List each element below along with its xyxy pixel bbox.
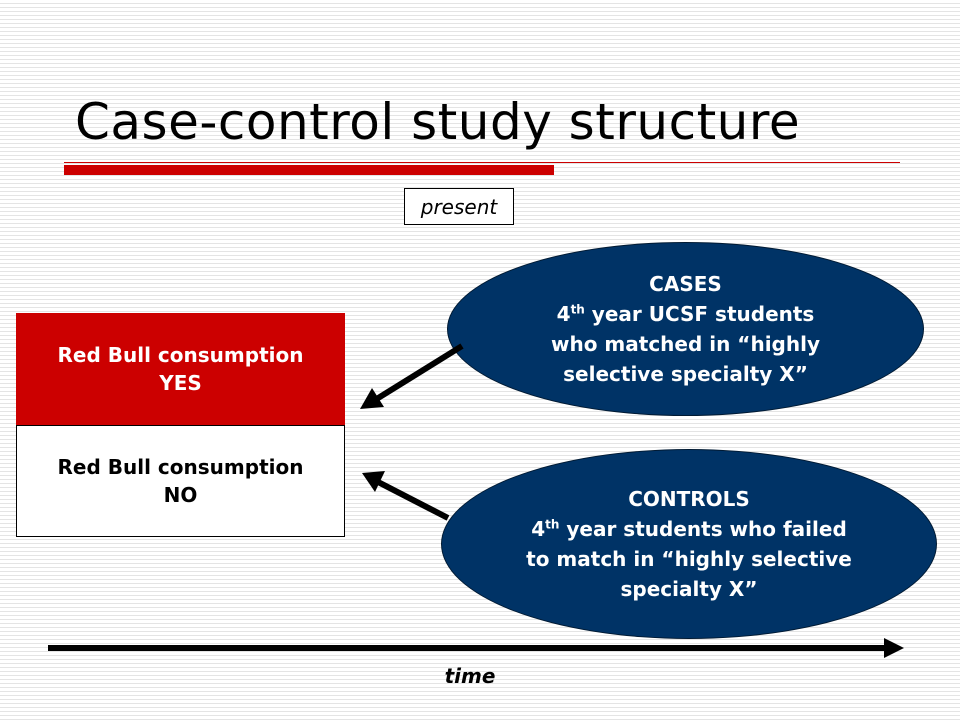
controls-line1-number: 4 — [531, 517, 546, 541]
time-label: time — [444, 664, 496, 688]
arrow-controls-head — [362, 471, 385, 492]
cases-line1-number: 4 — [556, 302, 571, 326]
present-label-box: present — [404, 188, 514, 225]
controls-line1-rest: year students who failed — [559, 517, 847, 541]
cases-line1-rest: year UCSF students — [584, 302, 815, 326]
arrow-controls-to-exposure — [376, 479, 450, 521]
present-label: present — [420, 194, 498, 219]
controls-line1-superscript: th — [545, 517, 560, 532]
arrow-cases-head — [360, 388, 384, 409]
cases-oval: CASES 4th year UCSF students who matched… — [447, 242, 924, 416]
controls-oval: CONTROLS 4th year students who failed to… — [441, 449, 937, 639]
cases-heading: CASES — [649, 272, 722, 296]
exposure-yes-line1: Red Bull consumption — [57, 343, 304, 367]
exposure-no-line2: NO — [163, 483, 198, 507]
title-underline-thin — [64, 162, 900, 163]
cases-line2: who matched in “highly — [551, 332, 820, 356]
cases-line1-superscript: th — [570, 302, 585, 317]
cases-line3: selective specialty X” — [563, 362, 808, 386]
exposure-yes-line2: YES — [159, 371, 202, 395]
exposure-yes-box: Red Bull consumption YES — [16, 313, 345, 425]
time-axis-arrowhead — [884, 638, 904, 658]
exposure-no-line1: Red Bull consumption — [57, 455, 304, 479]
cases-line1: 4th year UCSF students — [557, 299, 815, 329]
controls-line1: 4th year students who failed — [531, 514, 847, 544]
slide-title: Case-control study structure — [75, 93, 801, 151]
title-underline-thick — [64, 165, 554, 175]
controls-heading: CONTROLS — [628, 487, 750, 511]
controls-line2: to match in “highly selective — [526, 547, 852, 571]
exposure-no-box: Red Bull consumption NO — [16, 425, 345, 537]
arrow-cases-to-exposure — [373, 343, 464, 403]
controls-line3: specialty X” — [620, 577, 758, 601]
